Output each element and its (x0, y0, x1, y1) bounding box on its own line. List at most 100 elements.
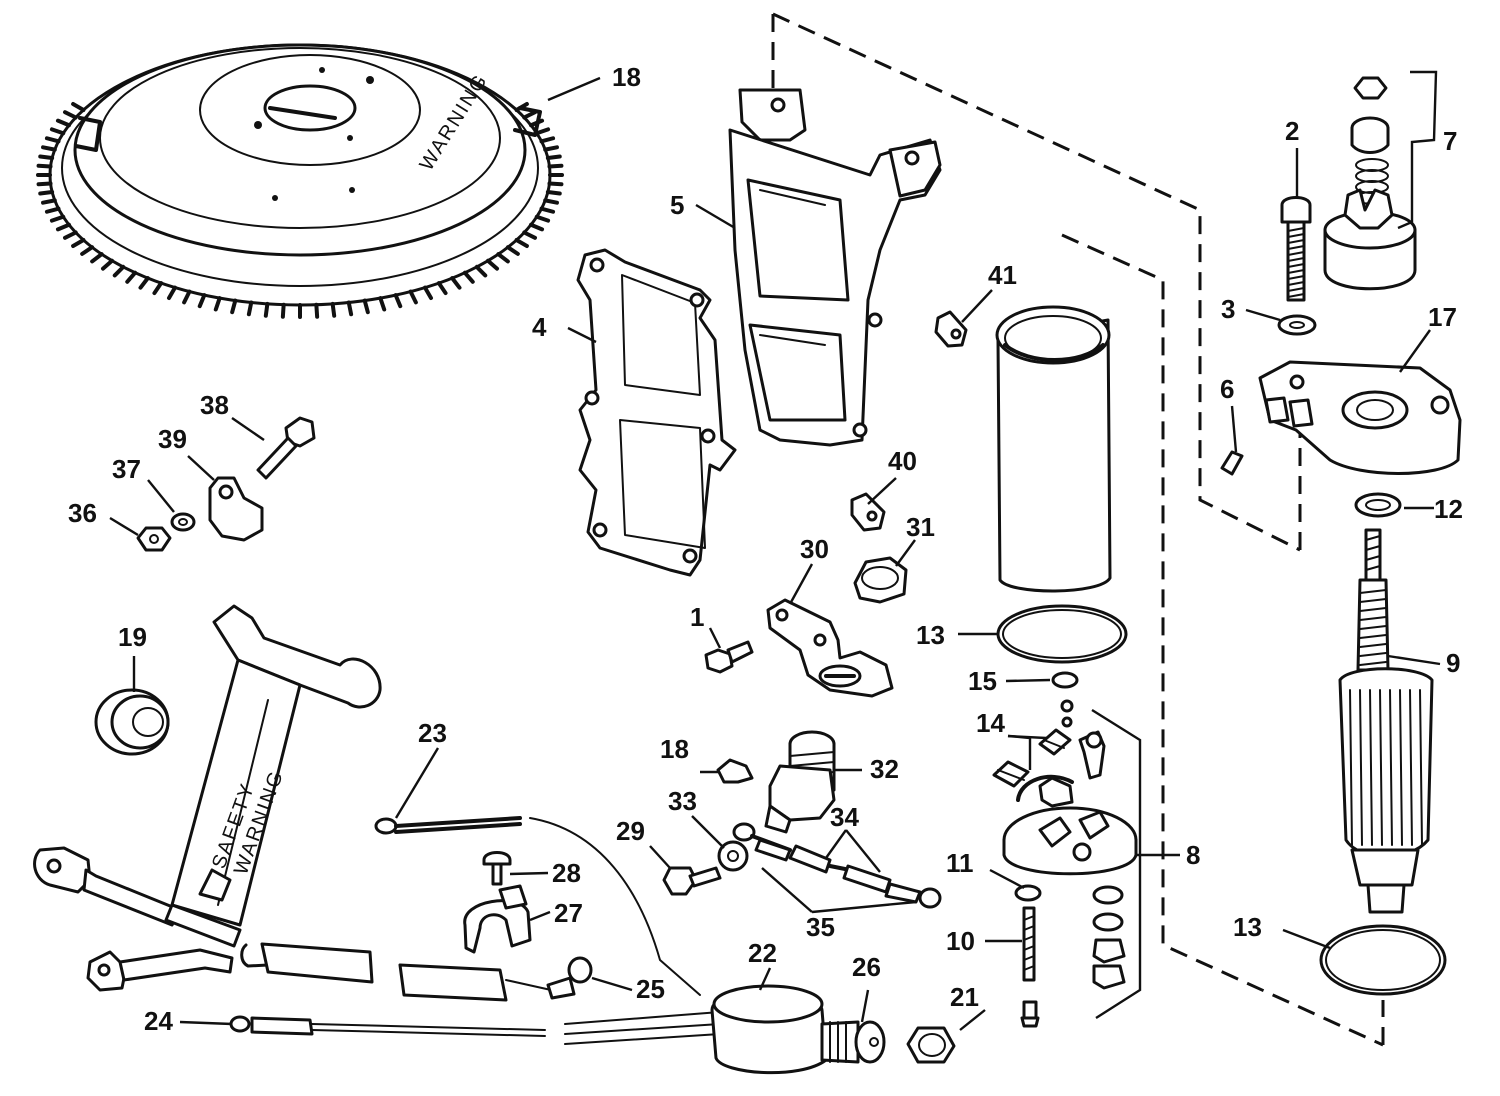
gear-tooth (41, 145, 57, 152)
gear-tooth (423, 285, 433, 300)
washer-11 (1014, 884, 1042, 902)
nut-21 (906, 1026, 956, 1064)
lamination-line (1409, 689, 1413, 846)
manifold-gasket (576, 248, 737, 577)
o-ring-13-upper (996, 604, 1128, 664)
spline-line (1359, 616, 1387, 621)
thread-line (1287, 227, 1305, 232)
gear-tooth (378, 296, 387, 312)
gear-tooth (436, 281, 448, 296)
clamp-27 (463, 884, 532, 954)
gear-tooth (545, 189, 562, 196)
spline-line (1359, 625, 1387, 630)
gear-tooth (55, 118, 72, 128)
callout-6: 6 (1220, 374, 1234, 404)
callout-5: 5 (670, 190, 684, 220)
washer-3 (1277, 314, 1317, 336)
callout-2: 2 (1285, 116, 1299, 146)
lamination-line (1359, 689, 1363, 846)
bracket-30 (766, 598, 894, 698)
callout-18: 18 (660, 734, 689, 764)
gear-tooth (36, 163, 53, 169)
brush-plate-assembly (992, 671, 1138, 876)
gear-tooth (539, 136, 556, 144)
callout-13-upper: 13 (916, 620, 945, 650)
callout-32: 32 (870, 754, 899, 784)
plunger-26 (820, 1020, 886, 1064)
gear-tooth (534, 127, 551, 136)
callout-38: 38 (200, 390, 229, 420)
armature-laminations (1349, 689, 1423, 846)
callout-13-lower: 13 (1233, 912, 1262, 942)
gear-tooth (543, 145, 559, 152)
brush-plate-hardware (1092, 885, 1126, 990)
callout-28: 28 (552, 858, 581, 888)
gear-tooth (49, 127, 66, 136)
bolt-1 (704, 640, 754, 674)
lamination-line (1389, 689, 1393, 846)
gear-tooth (63, 110, 78, 120)
screw-38 (256, 416, 316, 480)
gear-tooth (71, 102, 86, 112)
wire-24 (229, 1015, 546, 1037)
nut-36 (136, 526, 172, 552)
bolt-2 (1280, 196, 1312, 302)
gear-tooth (55, 222, 72, 232)
intake-manifold (728, 88, 942, 447)
callout-24: 24 (144, 1006, 173, 1036)
callout-29: 29 (616, 816, 645, 846)
lamination-line (1399, 689, 1403, 846)
spline-line (1359, 634, 1387, 639)
gear-tooth (545, 154, 562, 161)
callout-7: 7 (1443, 126, 1457, 156)
gear-tooth (112, 264, 126, 278)
clamp-39 (208, 476, 264, 542)
gear-tooth (522, 110, 537, 120)
gear-tooth (167, 285, 177, 300)
callout-36: 36 (68, 498, 97, 528)
callout-31: 31 (906, 512, 935, 542)
gear-tooth (125, 270, 138, 284)
gear-tooth (534, 214, 551, 223)
callout-26: 26 (852, 952, 881, 982)
thread-line (1287, 245, 1305, 250)
washer-12 (1354, 492, 1402, 518)
gear-tooth (90, 252, 104, 264)
gear-tooth (63, 230, 78, 240)
callout-20: 18 (612, 62, 641, 92)
callout-4: 4 (532, 312, 547, 342)
pin-6 (1220, 450, 1244, 476)
lamination-line (1419, 689, 1423, 846)
screw-28 (482, 851, 512, 886)
callout-21: 21 (950, 982, 979, 1012)
gear-tooth (71, 238, 86, 248)
gear-tooth (346, 300, 354, 317)
callout-27: 27 (554, 898, 583, 928)
armature-spline (1359, 589, 1387, 666)
thread-line (1287, 257, 1305, 262)
callout-37: 37 (112, 454, 141, 484)
gear-tooth (543, 198, 559, 205)
screw-25 (546, 956, 593, 1000)
battery-cable-and-strap: SAFETY WARNING (33, 604, 561, 1002)
callout-40: 40 (888, 446, 917, 476)
spline-line (1359, 607, 1387, 612)
callout-1: 1 (690, 602, 704, 632)
wire-23 (374, 816, 701, 996)
o-ring-13-lower (1319, 924, 1447, 996)
callout-17: 17 (1428, 302, 1457, 332)
gear-tooth (246, 300, 254, 317)
thread-line (1287, 251, 1305, 256)
spline-line (1359, 652, 1387, 657)
gear-tooth (152, 281, 164, 296)
callout-23: 23 (418, 718, 447, 748)
callout-30: 30 (800, 534, 829, 564)
gear-tooth (38, 189, 55, 196)
callout-33: 33 (668, 786, 697, 816)
gear-tooth (44, 136, 61, 144)
screw-29 (662, 866, 722, 896)
lamination-line (1379, 689, 1383, 846)
gear-tooth (49, 214, 66, 223)
lamination-line (1349, 689, 1353, 846)
callout-39: 39 (158, 424, 187, 454)
